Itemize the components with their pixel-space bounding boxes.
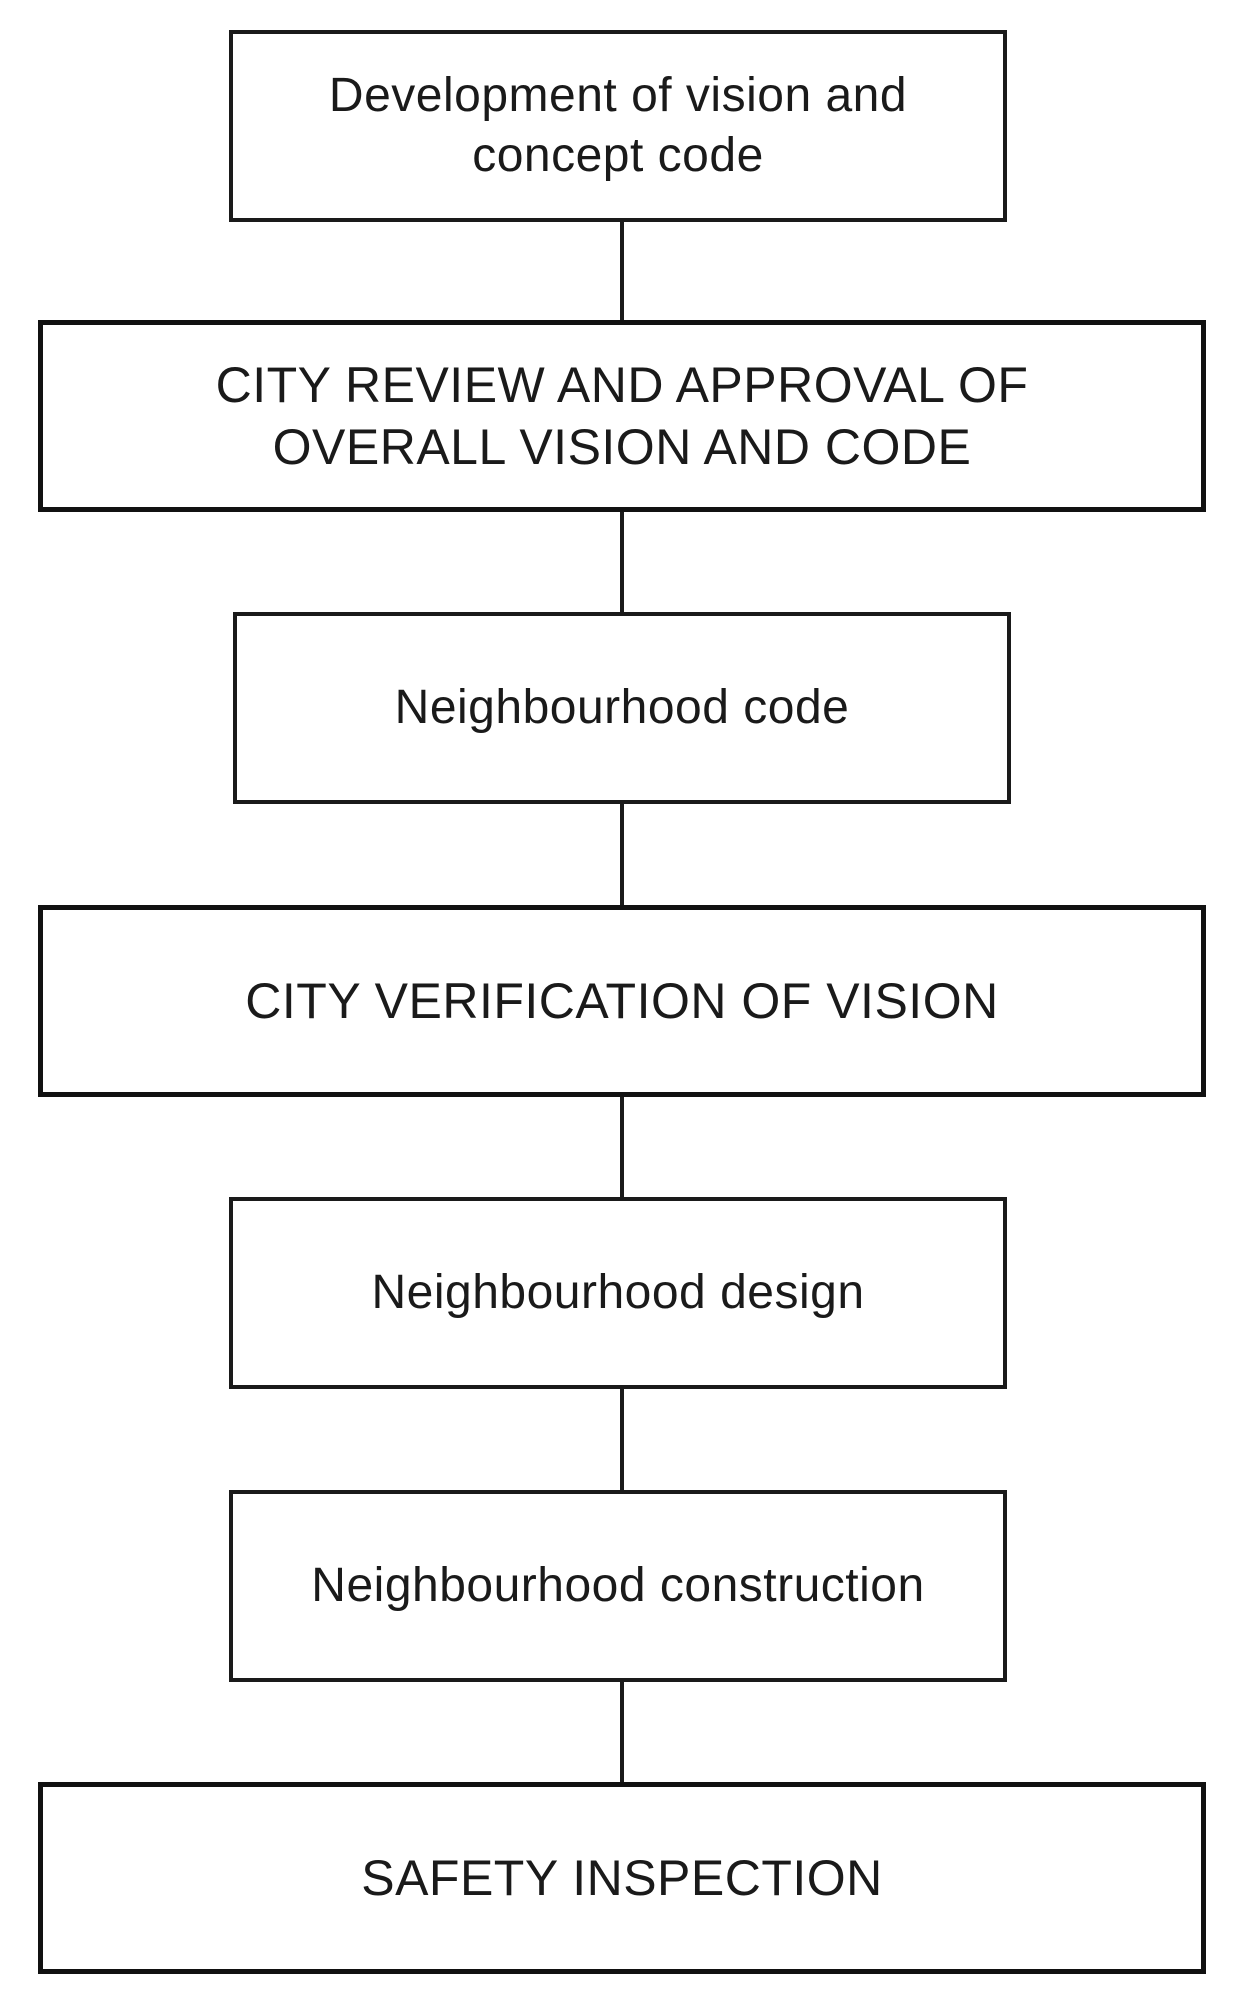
connector-line	[620, 1682, 624, 1782]
step-label: Neighbourhood code	[394, 681, 850, 734]
connector-line	[620, 804, 624, 905]
step-label: SAFETY INSPECTION	[361, 1849, 883, 1906]
connector-line	[620, 222, 624, 320]
step-box-city-review: CITY REVIEW AND APPROVAL OF OVERALL VISI…	[38, 320, 1206, 512]
step-label: CITY REVIEW AND APPROVAL OF OVERALL VISI…	[215, 356, 1029, 476]
step-box-neighbourhood-construction: Neighbourhood construction	[229, 1490, 1007, 1682]
step-label: CITY VERIFICATION OF VISION	[245, 972, 999, 1029]
step-box-vision-development: Development of vision and concept code	[229, 30, 1007, 222]
step-box-neighbourhood-design: Neighbourhood design	[229, 1197, 1007, 1389]
step-label: Neighbourhood construction	[311, 1559, 925, 1612]
connector-line	[620, 512, 624, 612]
step-label: Neighbourhood design	[371, 1266, 865, 1319]
step-box-safety-inspection: SAFETY INSPECTION	[38, 1782, 1206, 1974]
connector-line	[620, 1389, 624, 1490]
step-box-neighbourhood-code: Neighbourhood code	[233, 612, 1011, 804]
step-box-city-verification: CITY VERIFICATION OF VISION	[38, 905, 1206, 1097]
step-label: Development of vision and concept code	[328, 69, 908, 182]
connector-line	[620, 1097, 624, 1197]
